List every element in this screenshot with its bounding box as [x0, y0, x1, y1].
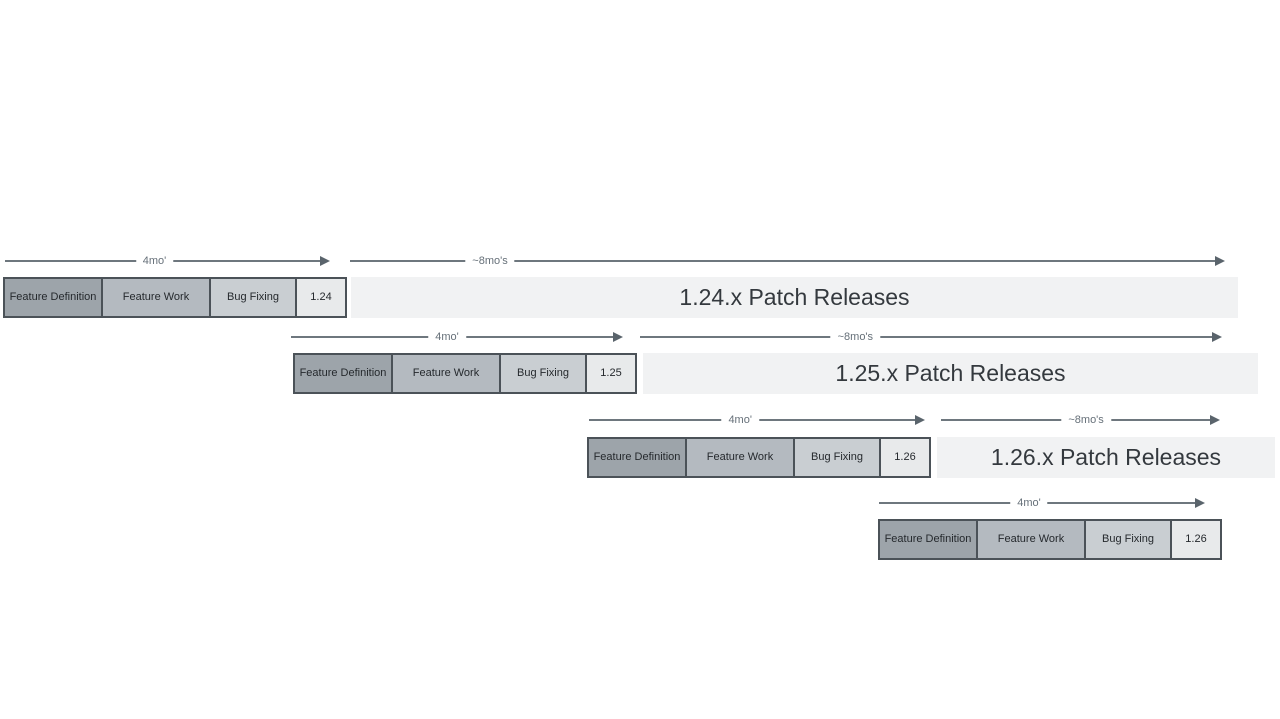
- stage-feature-definition: Feature Definition: [878, 519, 978, 560]
- stage-feature-work: Feature Work: [685, 437, 795, 478]
- patch-duration-arrow: ~8mo's: [941, 413, 1220, 427]
- cycle-duration-label: 4mo': [135, 255, 174, 268]
- release-cycle-boxes: Feature Definition Feature Work Bug Fixi…: [293, 353, 637, 394]
- patch-release-bar: 1.26.x Patch Releases: [937, 437, 1275, 478]
- release-cycle-boxes: Feature Definition Feature Work Bug Fixi…: [587, 437, 931, 478]
- cycle-duration-arrow: 4mo': [291, 330, 623, 344]
- cycle-duration-arrow: 4mo': [879, 496, 1205, 510]
- cycle-duration-arrow: 4mo': [589, 413, 925, 427]
- patch-release-bar: 1.25.x Patch Releases: [643, 353, 1258, 394]
- arrow-head-icon: [1195, 498, 1205, 508]
- stage-feature-work: Feature Work: [391, 353, 501, 394]
- arrow-head-icon: [613, 332, 623, 342]
- patch-duration-arrow: ~8mo's: [350, 254, 1225, 268]
- cycle-duration-arrow: 4mo': [5, 254, 330, 268]
- version-box: 1.25: [585, 353, 637, 394]
- cycle-duration-label: 4mo': [1010, 497, 1048, 510]
- stage-feature-work: Feature Work: [101, 277, 211, 318]
- stage-feature-definition: Feature Definition: [3, 277, 103, 318]
- version-box: 1.26: [1170, 519, 1222, 560]
- stage-bug-fixing: Bug Fixing: [499, 353, 587, 394]
- stage-bug-fixing: Bug Fixing: [1084, 519, 1172, 560]
- patch-release-bar: 1.24.x Patch Releases: [351, 277, 1238, 318]
- arrow-line: [640, 336, 1218, 338]
- patch-duration-label: ~8mo's: [1061, 414, 1111, 427]
- arrow-head-icon: [1210, 415, 1220, 425]
- version-box: 1.26: [879, 437, 931, 478]
- arrow-line: [350, 260, 1221, 262]
- patch-duration-label: ~8mo's: [830, 331, 881, 344]
- patch-duration-label: ~8mo's: [465, 255, 515, 268]
- stage-feature-definition: Feature Definition: [293, 353, 393, 394]
- version-box: 1.24: [295, 277, 347, 318]
- stage-bug-fixing: Bug Fixing: [793, 437, 881, 478]
- arrow-head-icon: [1212, 332, 1222, 342]
- stage-feature-work: Feature Work: [976, 519, 1086, 560]
- stage-feature-definition: Feature Definition: [587, 437, 687, 478]
- release-cycle-boxes: Feature Definition Feature Work Bug Fixi…: [878, 519, 1222, 560]
- patch-duration-arrow: ~8mo's: [640, 330, 1222, 344]
- cycle-duration-label: 4mo': [721, 414, 759, 427]
- cycle-duration-label: 4mo': [428, 331, 466, 344]
- arrow-head-icon: [320, 256, 330, 266]
- stage-bug-fixing: Bug Fixing: [209, 277, 297, 318]
- arrow-head-icon: [1215, 256, 1225, 266]
- arrow-head-icon: [915, 415, 925, 425]
- release-cycle-boxes: Feature Definition Feature Work Bug Fixi…: [3, 277, 347, 318]
